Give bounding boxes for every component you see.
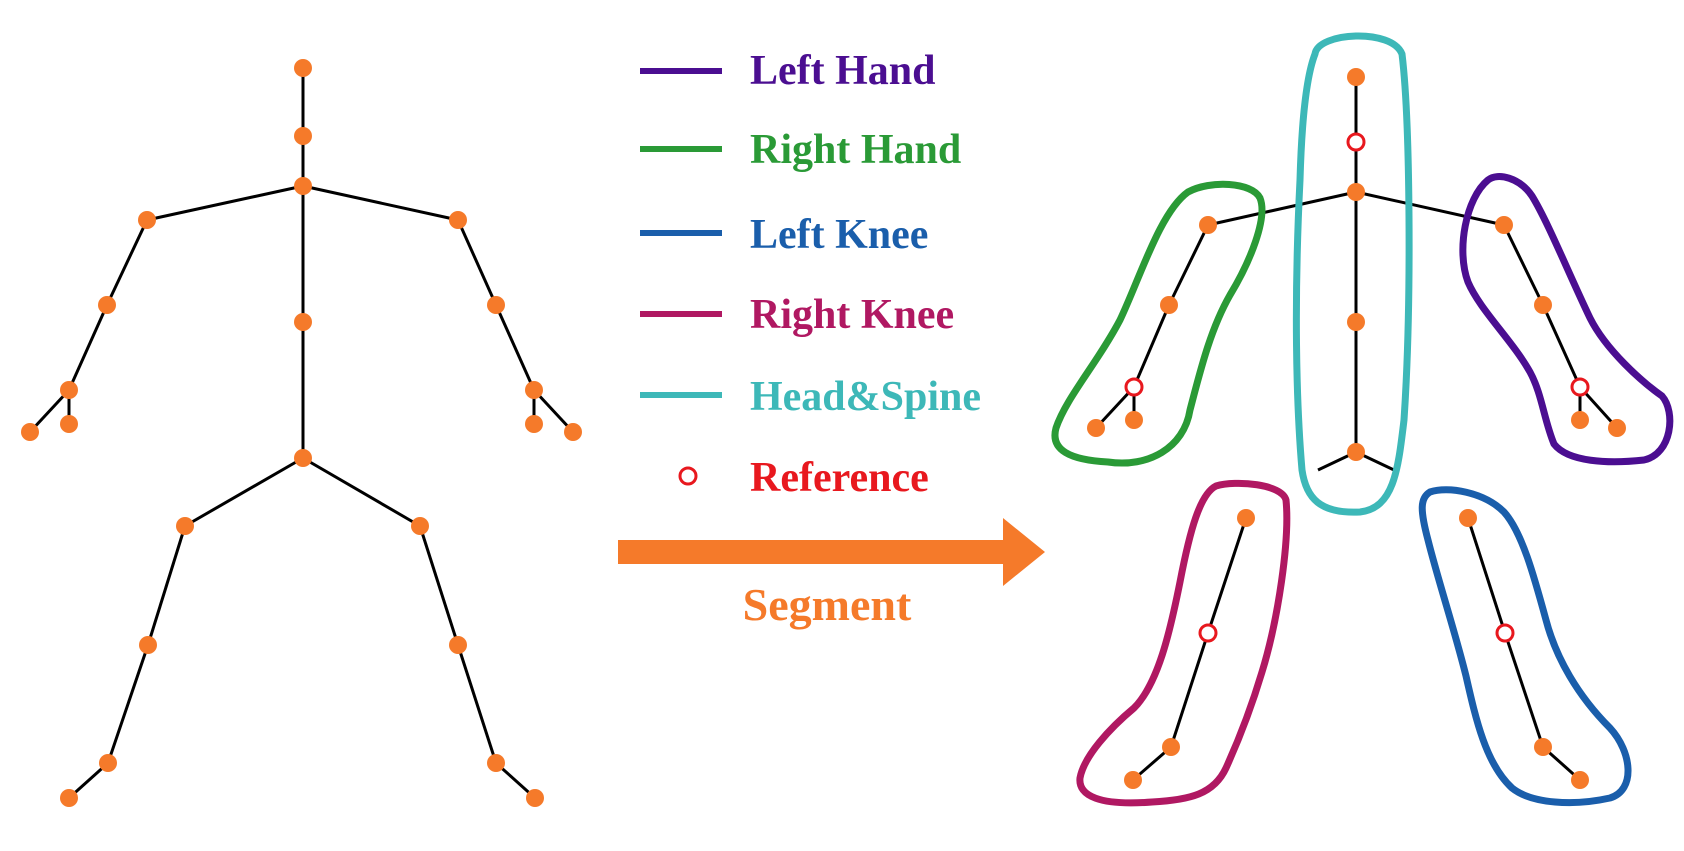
right-arrow-icon [618, 518, 1045, 586]
segmented-skeleton [1094, 77, 1619, 782]
legend-label-reference: Reference [750, 455, 929, 501]
reference-joints [1124, 132, 1590, 643]
legend: Left Hand Right Hand Left Knee Right Kne… [640, 48, 981, 501]
reference-marker-icon [1124, 377, 1144, 397]
full-skeleton-joints [21, 59, 582, 807]
segment-label: Segment [743, 579, 912, 630]
legend-label-right-hand: Right Hand [750, 127, 961, 173]
full-skeleton [28, 68, 575, 800]
legend-item-head-spine: Head&Spine [640, 374, 981, 420]
right-hand-outline [1051, 180, 1266, 467]
reference-marker-icon [1346, 132, 1366, 152]
legend-item-right-hand: Right Hand [640, 127, 961, 173]
legend-label-left-knee: Left Knee [750, 212, 928, 258]
reference-marker-icon [1495, 623, 1515, 643]
head-spine-outline [1292, 32, 1413, 516]
legend-item-left-knee: Left Knee [640, 212, 928, 258]
legend-item-reference: Reference [678, 455, 929, 501]
legend-item-left-hand: Left Hand [640, 48, 936, 94]
reference-marker-icon [1570, 377, 1590, 397]
segment-outlines [1051, 32, 1674, 807]
segment-arrow: Segment [618, 518, 1045, 630]
legend-item-right-knee: Right Knee [640, 292, 954, 338]
left-knee-outline [1418, 486, 1632, 807]
legend-label-left-hand: Left Hand [750, 48, 936, 94]
reference-marker-icon [678, 466, 698, 486]
legend-label-head-spine: Head&Spine [750, 374, 981, 420]
legend-label-right-knee: Right Knee [750, 292, 954, 338]
segmented-skeleton-joints [1087, 68, 1626, 789]
right-knee-outline [1076, 479, 1291, 807]
left-hand-outline [1459, 173, 1674, 466]
reference-marker-icon [1198, 623, 1218, 643]
